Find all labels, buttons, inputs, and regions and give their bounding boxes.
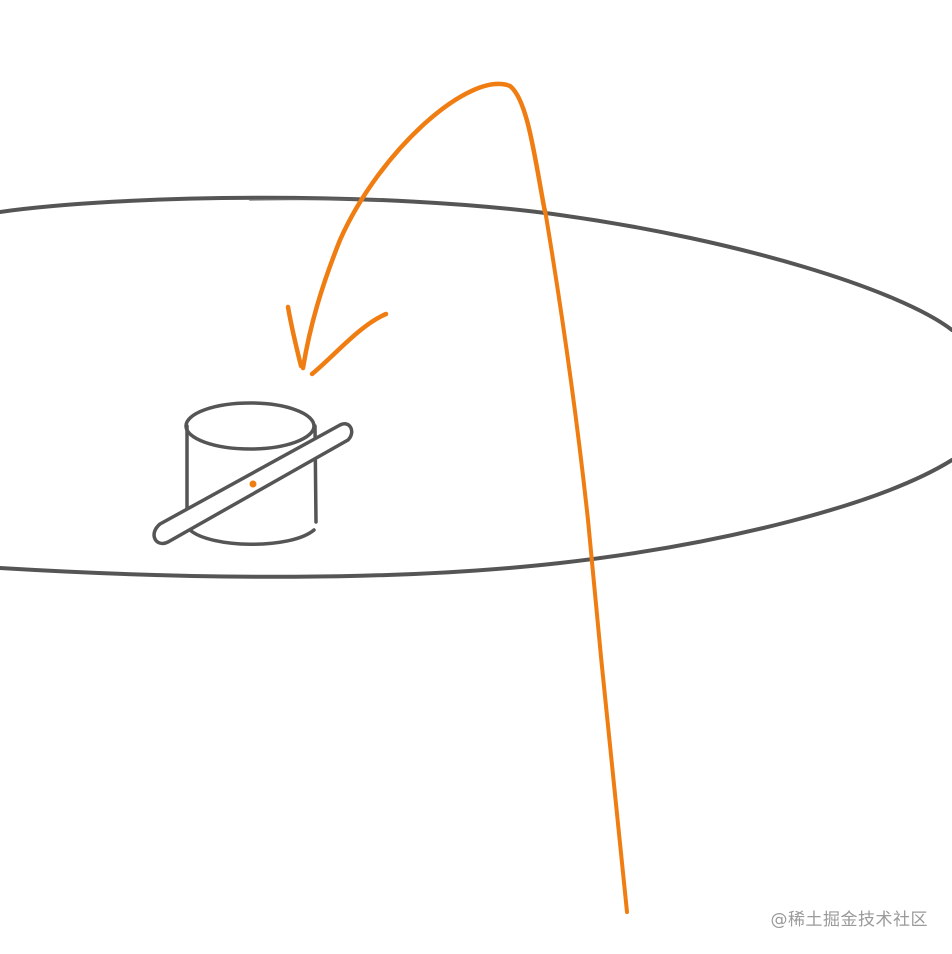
center-dot [249,480,257,488]
curved-arrow [285,81,548,377]
watermark-text: @稀土掘金技术社区 [770,910,928,930]
cylinder-pivot [184,401,318,546]
ellipse-disk [0,195,952,579]
vertical-line [543,208,629,914]
